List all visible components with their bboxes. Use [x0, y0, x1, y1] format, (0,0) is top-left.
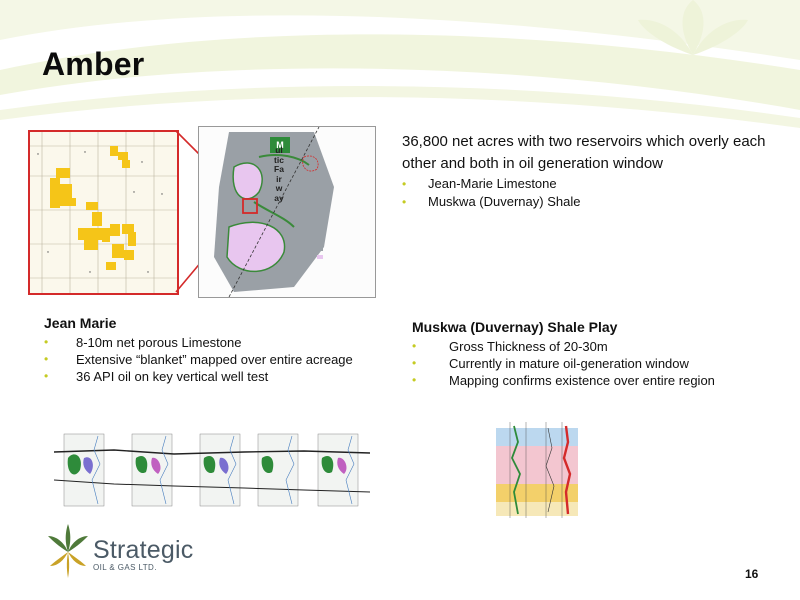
bullet-icon: • [412, 339, 417, 353]
fairway-marker: M [270, 137, 290, 153]
bullet-icon: • [44, 369, 49, 383]
section-heading: Muskwa (Duvernay) Shale Play [412, 319, 618, 335]
page-number: 16 [745, 567, 759, 581]
slide-title: Amber [42, 46, 145, 82]
muskwa-section: Muskwa (Duvernay) Shale Play •Gross Thic… [412, 319, 772, 389]
bullet-icon: • [412, 356, 417, 370]
list-item: •36 API oil on key vertical well test [44, 369, 269, 384]
bullet-icon: • [402, 177, 407, 191]
list-item: •Gross Thickness of 20-30m [412, 339, 608, 354]
muskwa-list: •Gross Thickness of 20-30m •Currently in… [412, 338, 772, 389]
shale-log-panel [496, 422, 578, 518]
logo-subtitle: OIL & GAS LTD. [93, 563, 157, 572]
bullet-icon: • [402, 195, 407, 209]
regional-map [198, 126, 376, 298]
summary-lead: 36,800 net acres with two reservoirs whi… [402, 133, 766, 172]
summary-list: •Jean-Marie Limestone •Muskwa (Duvernay)… [402, 175, 782, 211]
section-heading: Jean Marie [44, 315, 117, 331]
land-grid-map [28, 130, 179, 295]
jean-marie-list: •8-10m net porous Limestone •Extensive “… [44, 334, 394, 385]
bullet-icon: • [44, 335, 49, 349]
header-swoosh [0, 0, 800, 128]
list-item: •Jean-Marie Limestone [402, 176, 557, 191]
strategic-logo-icon [48, 524, 88, 578]
list-item: •8-10m net porous Limestone [44, 335, 242, 350]
list-item: •Currently in mature oil-generation wind… [412, 356, 689, 371]
leaf-watermark-icon [638, 0, 748, 56]
fairway-label: ulticFairway [274, 145, 284, 203]
logo-name: Strategic [93, 536, 194, 564]
jean-marie-section: Jean Marie •8-10m net porous Limestone •… [44, 315, 394, 385]
list-item: •Mapping confirms existence over entire … [412, 373, 715, 388]
bullet-icon: • [412, 373, 417, 387]
list-item: •Extensive “blanket” mapped over entire … [44, 352, 353, 367]
well-log-cross-section [54, 430, 370, 510]
bullet-icon: • [44, 352, 49, 366]
summary-block: 36,800 net acres with two reservoirs whi… [402, 131, 782, 211]
list-item: •Muskwa (Duvernay) Shale [402, 194, 581, 209]
